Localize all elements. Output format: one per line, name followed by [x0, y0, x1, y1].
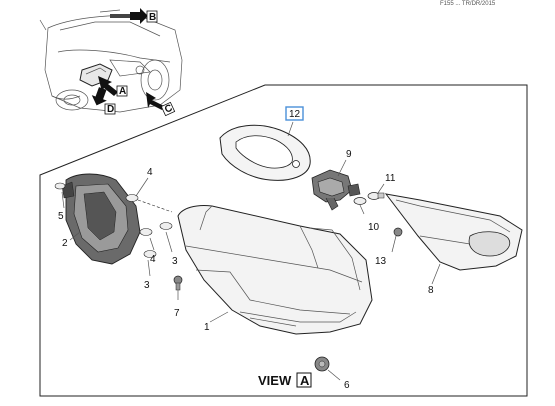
arrow-c-label: C [163, 103, 174, 116]
vehicle-overview [39, 9, 183, 113]
part-13-nut [393, 227, 403, 237]
callout-2: 2 [62, 238, 68, 249]
callout-12-box [285, 106, 304, 121]
arrow-d-label: D [107, 104, 114, 115]
callout-10: 10 [368, 222, 380, 233]
arrow-b: B [130, 8, 158, 24]
callout-3a: 3 [172, 256, 178, 267]
view-label: VIEW [258, 373, 292, 388]
header-text: F155 ... TR/DR/2015 [440, 1, 496, 7]
part-12-gasket [219, 124, 311, 181]
part-8-inner-lamp [384, 193, 523, 271]
callout-9: 9 [346, 149, 352, 160]
callout-3b: 3 [144, 280, 150, 291]
callout-7: 7 [174, 308, 180, 319]
callout-1: 1 [204, 322, 210, 333]
part-7-nut [173, 275, 183, 291]
part-1-tail-lamp [177, 205, 373, 335]
arrow-b-label: B [149, 12, 156, 23]
callout-13: 13 [375, 256, 387, 267]
part-9-socket [311, 169, 361, 211]
part-6-nut [314, 356, 330, 372]
arrow-c: C [146, 92, 176, 117]
callout-8: 8 [428, 285, 434, 296]
arrow-a: A [98, 76, 128, 97]
view-letter: A [300, 373, 310, 388]
part-10-11-bulbs [353, 192, 385, 205]
callout-4b: 4 [150, 254, 156, 265]
callout-4a: 4 [147, 167, 153, 178]
detail-frame [39, 84, 528, 397]
arrow-a-label: A [119, 86, 126, 97]
callout-6: 6 [344, 380, 350, 391]
part-2-bulb-carrier [61, 173, 141, 265]
callout-5: 5 [58, 211, 64, 222]
callout-12: 12 [289, 109, 301, 120]
spoiler-lamp [110, 14, 130, 18]
view-letter-box [296, 372, 312, 388]
part-3-4-bulbs [54, 182, 173, 258]
arrow-d: D [91, 87, 116, 115]
callout-11: 11 [385, 173, 396, 184]
